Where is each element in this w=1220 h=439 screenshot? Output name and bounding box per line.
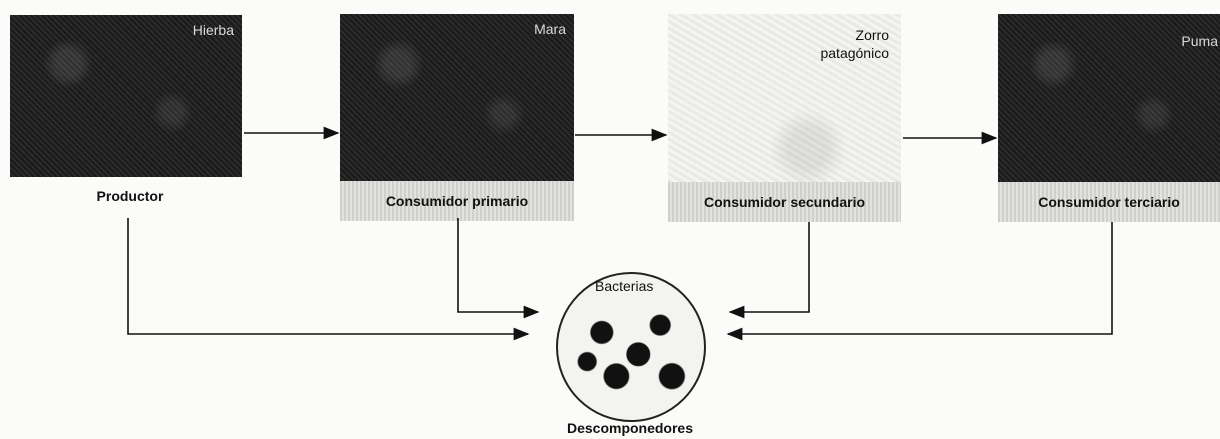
arrow-primary-to-decomposer: [458, 218, 538, 312]
decomposer-species-label: Bacterias: [595, 278, 653, 294]
arrow-producer-to-decomposer: [128, 218, 528, 334]
decomposer-role-label: Descomponedores: [530, 420, 730, 436]
arrow-secondary-to-decomposer: [730, 222, 809, 312]
bacteria-image: [556, 272, 706, 422]
arrow-tertiary-to-decomposer: [728, 222, 1112, 334]
